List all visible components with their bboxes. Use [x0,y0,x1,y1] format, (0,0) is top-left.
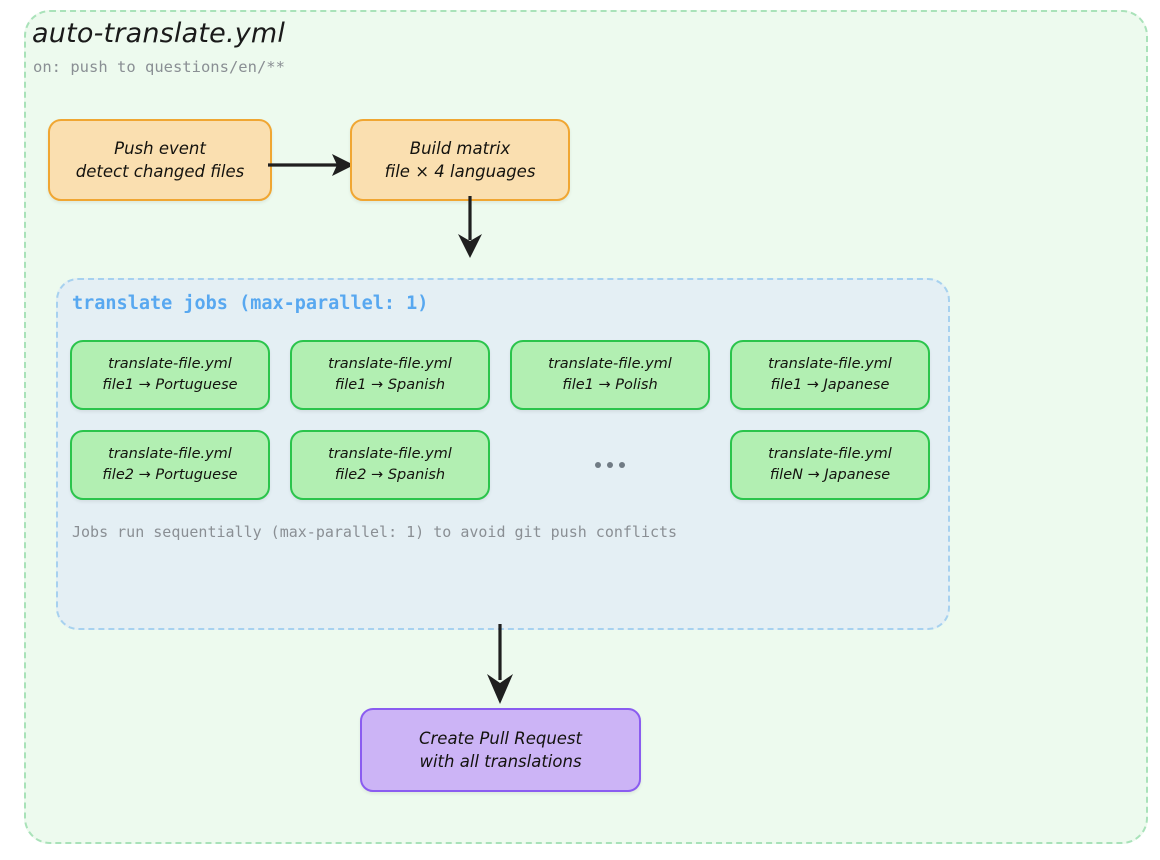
job-node-file1-japanese[interactable]: translate-file.yml file1 → Japanese [730,340,930,410]
node-push-event[interactable]: Push event detect changed files [48,119,272,201]
job-node-file2-portuguese[interactable]: translate-file.yml file2 → Portuguese [70,430,270,500]
job-node-line2: file1 → Polish [562,377,658,393]
job-node-fileN-japanese[interactable]: translate-file.yml fileN → Japanese [730,430,930,500]
job-node-line2: fileN → Japanese [769,467,891,483]
job-cell: translate-file.yml file2 → Spanish [290,430,490,500]
node-build-matrix[interactable]: Build matrix file × 4 languages [350,119,570,201]
job-node-line1: translate-file.yml [548,356,672,373]
node-push-event-line1: Push event [114,138,206,158]
job-node-line1: translate-file.yml [108,446,232,463]
job-cell: translate-file.yml file2 → Portuguese [70,430,270,500]
job-node-file2-spanish[interactable]: translate-file.yml file2 → Spanish [290,430,490,500]
arrow-build-matrix-to-translate-jobs [458,196,482,258]
job-node-line1: translate-file.yml [108,356,232,373]
job-node-line1: translate-file.yml [768,356,892,373]
node-push-event-line2: detect changed files [75,162,245,181]
job-row-2: translate-file.yml file2 → Portuguese tr… [70,430,930,500]
job-node-file1-spanish[interactable]: translate-file.yml file1 → Spanish [290,340,490,410]
job-node-line2: file1 → Japanese [770,377,890,393]
job-node-file1-polish[interactable]: translate-file.yml file1 → Polish [510,340,710,410]
ellipsis-dot [619,462,625,468]
node-build-matrix-line2: file × 4 languages [384,162,536,181]
node-create-pull-request[interactable]: Create Pull Request with all translation… [360,708,641,792]
ellipsis-dot [607,462,613,468]
translate-jobs-note: Jobs run sequentially (max-parallel: 1) … [72,523,678,541]
job-cell: translate-file.yml file1 → Spanish [290,340,490,410]
node-create-pr-line2: with all translations [419,752,582,771]
job-row-1: translate-file.yml file1 → Portuguese tr… [70,340,930,410]
job-cell: translate-file.yml file1 → Portuguese [70,340,270,410]
arrow-translate-jobs-to-create-pr [487,624,513,704]
job-cell: translate-file.yml file1 → Polish [510,340,710,410]
job-cell: translate-file.yml file1 → Japanese [730,340,930,410]
job-node-line1: translate-file.yml [768,446,892,463]
jobs-ellipsis-icon [510,430,710,500]
job-cell: translate-file.yml fileN → Japanese [730,430,930,500]
job-node-line1: translate-file.yml [328,446,452,463]
arrow-push-event-to-build-matrix [268,154,354,176]
job-node-line1: translate-file.yml [328,356,452,373]
page-title: auto-translate.yml [32,18,286,49]
ellipsis-dot [595,462,601,468]
job-node-line2: file1 → Portuguese [102,377,238,393]
translate-jobs-header: translate jobs (max-parallel: 1) [72,293,429,314]
node-create-pr-line1: Create Pull Request [418,728,583,748]
workflow-trigger-subtitle: on: push to questions/en/** [33,58,285,76]
job-node-line2: file2 → Spanish [334,467,446,483]
job-node-line2: file1 → Spanish [334,377,446,393]
job-node-file1-portuguese[interactable]: translate-file.yml file1 → Portuguese [70,340,270,410]
node-build-matrix-line1: Build matrix [409,138,511,158]
job-node-line2: file2 → Portuguese [102,467,238,483]
